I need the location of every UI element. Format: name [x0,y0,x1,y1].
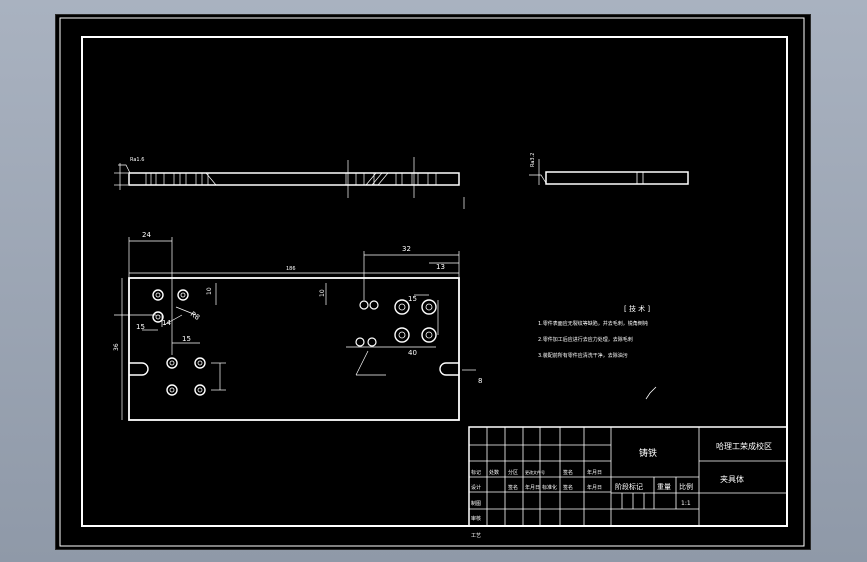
inner-border [81,36,788,527]
dim-14: 14 [162,319,171,327]
row-extra-3: 签名 [563,484,573,491]
tech-requirements: [ 技 术 ] 1.零件表面应无裂纹等缺陷，并去毛刺，锐角倒钝 2.零件加工后应… [538,304,657,400]
sign-label-3: 更改文件号 [525,469,545,475]
dim-15b: 15 [182,335,191,343]
title-part-name: 夹具体 [720,474,744,484]
title-block: 铸铁 哈理工荣成校区 夹具体 阶段标记 重量 比例 1:1 标记 处数 分区 更… [468,426,788,539]
row-label-1: 制图 [471,500,481,507]
title-school: 哈理工荣成校区 [716,441,772,451]
dim-10b: 10 [319,289,326,297]
dim-8: 8 [478,377,482,385]
row-extra-2: 标准化 [542,484,557,491]
dim-overall: 186 [286,266,296,272]
sign-label-4: 签名 [563,469,573,476]
tech-line-1: 1.零件表面应无裂纹等缺陷，并去毛刺，锐角倒钝 [538,320,648,327]
sign-label-2: 分区 [508,469,518,476]
hole-pattern-right [355,299,437,347]
dim-13: 13 [436,263,445,271]
row-extra-4: 年月日 [587,484,602,491]
top-view: 24 32 13 186 15 14 15 15 40 8 R8 10 10 3… [113,231,482,421]
dim-24: 24 [142,231,151,239]
dim-15c: 15 [408,295,417,303]
dimension-lines [114,237,476,420]
plate-outline [128,277,460,421]
tech-heading: [ 技 术 ] [624,304,650,313]
slot-right [439,362,459,376]
side-view: Ra3.2 [529,153,689,185]
slot-left [129,362,149,376]
dim-15a: 15 [136,323,145,331]
svg-text:Ra3.2: Ra3.2 [530,153,536,167]
sign-label-0: 标记 [471,469,481,476]
hole-pattern-left [152,289,206,396]
tech-line-2: 2.零件加工后应进行去应力处理，去除毛刺 [538,336,633,343]
dim-10a: 10 [206,287,213,295]
cad-viewport[interactable]: Ra1.6 Ra3.2 [55,14,811,550]
row-label-2: 审核 [471,515,481,522]
row-extra-1: 年月日 [525,484,540,491]
title-material: 铸铁 [639,447,657,459]
sign-label-5: 年月日 [587,469,602,476]
svg-text:Ra1.6: Ra1.6 [130,157,144,163]
title-stage-label: 阶段标记 [615,482,643,491]
row-label-3: 工艺 [471,533,481,539]
title-scale-value: 1:1 [681,500,691,507]
front-view: Ra1.6 [114,157,465,209]
dim-R8: R8 [189,310,201,322]
dim-40: 40 [408,349,417,357]
tech-line-3: 3.装配前所有零件应清洗干净，去除油污 [538,352,628,359]
title-weight-label: 重量 [657,483,671,491]
drawing-canvas[interactable]: Ra1.6 Ra3.2 [56,15,810,549]
dim-32: 32 [402,245,411,253]
sign-label-1: 处数 [489,469,499,476]
row-label-0: 设计 [471,484,481,491]
row-extra-0: 签名 [508,484,518,491]
outer-border [59,17,805,547]
title-scale-label: 比例 [679,482,693,491]
surface-finish-symbol [645,386,657,400]
dim-36: 36 [113,343,120,351]
